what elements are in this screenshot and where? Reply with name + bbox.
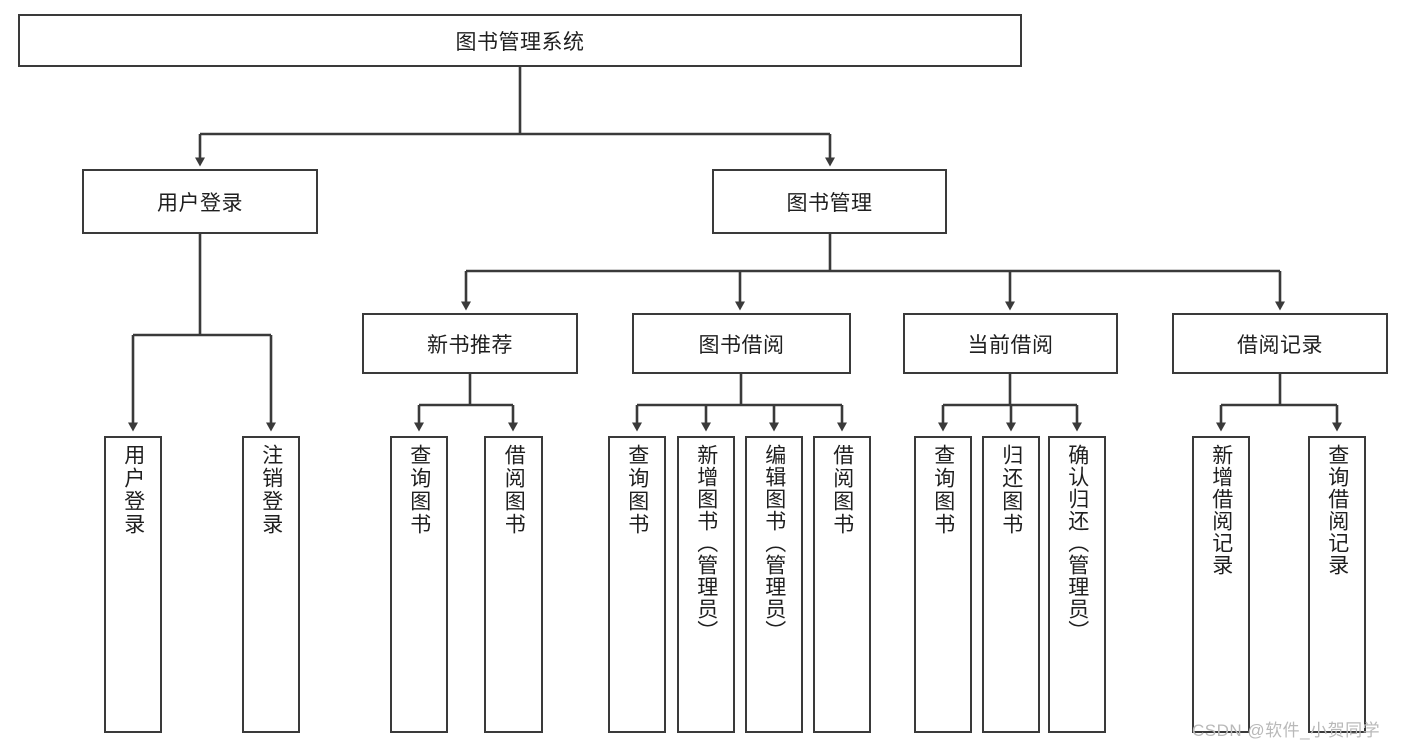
node-label: 图书管理系统 [455, 30, 585, 54]
node-book-management[interactable]: 图书管理 [712, 169, 947, 234]
node-leaf-borrow-book-recommend[interactable]: 借阅图书 [484, 436, 543, 733]
node-label: 当前借阅 [967, 333, 1054, 357]
node-leaf-add-borrow-record[interactable]: 新增借阅记录 [1192, 436, 1250, 733]
node-leaf-confirm-return-admin[interactable]: 确认归还（管理员） [1048, 436, 1106, 733]
node-leaf-borrow-book[interactable]: 借阅图书 [813, 436, 871, 733]
node-label: 编辑图书（管理员） [762, 444, 786, 642]
node-leaf-query-book-recommend[interactable]: 查询图书 [390, 436, 448, 733]
node-label: 查询借阅记录 [1325, 444, 1349, 576]
node-root-system[interactable]: 图书管理系统 [18, 14, 1022, 67]
node-label: 确认归还（管理员） [1065, 444, 1089, 642]
node-label: 借阅记录 [1237, 333, 1323, 357]
node-new-book-recommend[interactable]: 新书推荐 [362, 313, 578, 374]
node-user-login[interactable]: 用户登录 [82, 169, 318, 234]
node-label: 归还图书 [999, 444, 1023, 536]
node-label: 用户登录 [121, 444, 145, 536]
node-leaf-query-book-current[interactable]: 查询图书 [914, 436, 972, 733]
node-leaf-query-book-borrow[interactable]: 查询图书 [608, 436, 666, 733]
node-leaf-user-login[interactable]: 用户登录 [104, 436, 162, 733]
node-label: 借阅图书 [830, 444, 854, 536]
node-label: 新增借阅记录 [1209, 444, 1233, 576]
node-leaf-query-borrow-record[interactable]: 查询借阅记录 [1308, 436, 1366, 733]
node-label: 新增图书（管理员） [694, 444, 718, 642]
node-label: 图书管理 [786, 191, 873, 215]
node-label: 查询图书 [931, 444, 955, 536]
node-leaf-return-book[interactable]: 归还图书 [982, 436, 1040, 733]
node-label: 注销登录 [259, 444, 283, 536]
node-label: 查询图书 [407, 444, 431, 536]
node-label: 借阅图书 [502, 444, 526, 536]
node-leaf-add-book-admin[interactable]: 新增图书（管理员） [677, 436, 735, 733]
node-current-borrow[interactable]: 当前借阅 [903, 313, 1118, 374]
node-label: 新书推荐 [427, 333, 513, 357]
node-leaf-logout[interactable]: 注销登录 [242, 436, 300, 733]
node-borrow-record[interactable]: 借阅记录 [1172, 313, 1388, 374]
node-label: 图书借阅 [698, 333, 785, 357]
node-leaf-edit-book-admin[interactable]: 编辑图书（管理员） [745, 436, 803, 733]
node-label: 用户登录 [157, 191, 243, 215]
node-book-borrow[interactable]: 图书借阅 [632, 313, 851, 374]
csdn-watermark: CSDN @软件_小贺同学 [1192, 721, 1381, 740]
node-label: 查询图书 [625, 444, 649, 536]
